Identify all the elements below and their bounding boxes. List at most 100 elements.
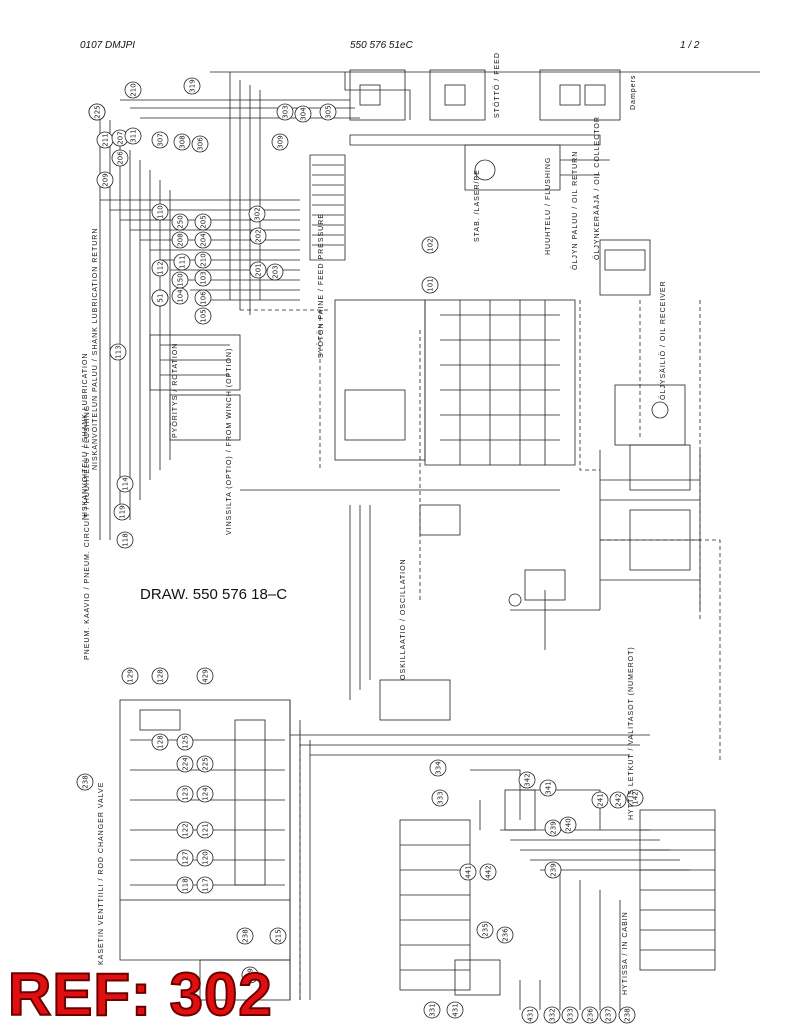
connection-number-238: 238	[618, 1006, 636, 1024]
connection-number-208: 208	[171, 231, 189, 249]
label-oscillation: OSKILLAATIO / OSCILLATION	[400, 558, 407, 680]
connection-number-240: 240	[559, 816, 577, 834]
connection-number-142: 142	[626, 789, 644, 807]
connection-number-309: 309	[271, 133, 289, 151]
connection-label: 125	[182, 735, 190, 748]
connection-circle	[271, 133, 289, 151]
connection-label: 127	[182, 851, 190, 864]
connection-label: 118	[182, 878, 190, 891]
header-left-code: 0107 DMJPI	[80, 40, 136, 51]
connection-number-303: 303	[276, 103, 294, 121]
connection-circle	[591, 791, 609, 809]
connection-number-205: 205	[194, 213, 212, 231]
connection-circle	[241, 966, 259, 984]
connection-markers: 2132103192112062073113073083063093033043…	[76, 77, 644, 1024]
connection-number-304: 304	[294, 105, 312, 123]
connection-number-250: 250	[171, 213, 189, 231]
connection-label: 238	[242, 929, 250, 942]
connection-label: 225	[94, 105, 102, 118]
connection-label: 303	[282, 105, 290, 118]
connection-circle	[116, 531, 134, 549]
connection-circle	[196, 667, 214, 685]
connection-circle	[196, 876, 214, 894]
connection-circle	[544, 861, 562, 879]
connection-label: 122	[182, 823, 190, 836]
connection-number-210: 210	[124, 81, 142, 99]
connection-circle	[151, 733, 169, 751]
connection-number-431: 431	[446, 1001, 464, 1019]
connection-circle	[194, 289, 212, 307]
connection-circle	[121, 667, 139, 685]
connection-number-112: 112	[151, 259, 169, 277]
connection-number-333: 333	[431, 789, 449, 807]
connection-number-211: 211	[96, 131, 114, 149]
connection-number-311: 311	[124, 127, 142, 145]
connection-circle	[446, 1001, 464, 1019]
connection-label: 105	[200, 309, 208, 322]
connection-number-237: 237	[599, 1006, 617, 1024]
connection-label: 112	[157, 261, 165, 274]
connection-label: 431	[527, 1008, 535, 1021]
connection-label: 224	[182, 757, 190, 771]
connection-number-333: 333	[561, 1006, 579, 1024]
connection-label: 333	[437, 791, 445, 804]
connection-number-102: 102	[421, 236, 439, 254]
connection-circle	[294, 105, 312, 123]
drawing-reference: DRAW. 550 576 18–C	[140, 586, 288, 603]
connection-circle	[194, 231, 212, 249]
connection-circle	[124, 127, 142, 145]
connection-label: 118	[122, 533, 130, 546]
connection-circle	[249, 227, 267, 245]
connection-circle	[151, 667, 169, 685]
connection-circle	[173, 253, 191, 271]
connection-label: 331	[429, 1003, 437, 1016]
connection-number-442: 442	[479, 863, 497, 881]
connection-label: 332	[549, 1008, 557, 1021]
connection-circle	[183, 77, 201, 95]
connection-label: 129	[247, 968, 255, 981]
connection-label: 201	[255, 263, 263, 276]
connection-circle	[111, 149, 129, 167]
connection-label: 239	[550, 863, 558, 876]
connection-label: 121	[202, 823, 210, 836]
connection-label: 203	[272, 265, 280, 278]
connection-number-201: 201	[249, 261, 267, 279]
connection-number-118: 118	[176, 876, 194, 894]
label-rotation: PYÖRITYS / ROTATION	[172, 342, 179, 438]
connection-number-121: 121	[196, 821, 214, 839]
connection-circle	[479, 863, 497, 881]
label-oil-collector: ÖLJYNKERÄÄJÄ / OIL COLLECTOR	[594, 116, 601, 260]
connection-label: 311	[130, 129, 138, 142]
connection-label: 240	[565, 818, 573, 831]
connection-label: 128	[157, 735, 165, 748]
connection-label: 239	[550, 821, 558, 834]
ref-stamp: REF: 302	[7, 960, 273, 1029]
connection-number-441: 441	[459, 863, 477, 881]
connection-circle	[196, 755, 214, 773]
connection-number-238: 238	[236, 927, 254, 945]
connection-circle	[176, 876, 194, 894]
connection-circle	[521, 1006, 539, 1024]
connection-label: 342	[524, 773, 532, 786]
connection-circle	[109, 343, 127, 361]
connection-circle	[76, 773, 94, 791]
connection-circle	[269, 927, 287, 945]
connection-circle	[248, 205, 266, 223]
connection-label: 210	[130, 83, 138, 96]
connection-number-117: 117	[196, 876, 214, 894]
connection-circle	[194, 251, 212, 269]
connection-label: 208	[177, 233, 185, 246]
connection-circle	[518, 771, 536, 789]
connection-circle	[96, 171, 114, 189]
connection-circle	[116, 475, 134, 493]
connection-label: 431	[452, 1003, 460, 1016]
connection-label: 442	[485, 865, 493, 878]
connection-label: 237	[605, 1008, 613, 1021]
connection-number-120: 120	[196, 849, 214, 867]
connection-label: 119	[119, 505, 127, 518]
connection-label: 142	[632, 791, 640, 804]
connection-circle	[266, 263, 284, 281]
connection-number-125: 125	[176, 733, 194, 751]
connection-label: 304	[300, 107, 308, 121]
